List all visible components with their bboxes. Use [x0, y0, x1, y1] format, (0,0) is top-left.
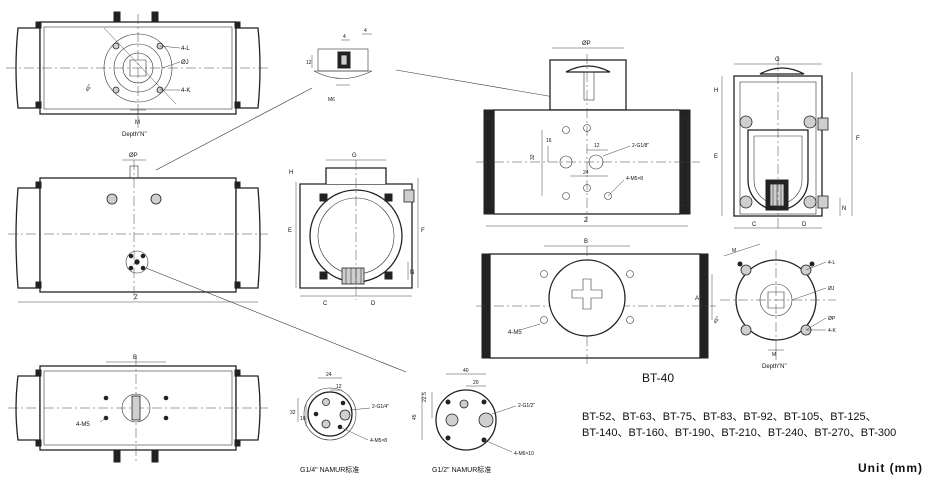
label-32-namur14: 32 [290, 410, 296, 416]
label-4-m6x10: 4-M6×10 [514, 451, 534, 457]
bt40-front-view: ØP Z 32 16 12 24 2-G1/8" 4-M5×8 [476, 41, 700, 227]
label-d-side: D [371, 301, 376, 307]
label-4-l-bt40: 4-L [828, 260, 835, 266]
label-32-bt40: 32 [530, 154, 536, 160]
unit-label: Unit (mm) [858, 461, 923, 475]
label-e-side: E [288, 228, 292, 234]
label-4-l-top: 4-L [181, 46, 190, 52]
label-12-namur14: 12 [336, 384, 342, 390]
label-4-m5-bottom: 4-M5 [76, 422, 90, 428]
label-4-m5x8-bt40: 4-M5×8 [626, 176, 643, 182]
label-a-bt40: A [695, 296, 699, 302]
label-e-bt40: E [714, 154, 718, 160]
label-2-g12: 2-G1/2" [518, 403, 535, 409]
label-20-namur12: 20 [473, 380, 479, 386]
label-g-bt40: G [775, 57, 780, 63]
bt40-side-view: G H E F N C D [714, 56, 860, 229]
label-45-bt40: 45° [713, 315, 722, 325]
label-4-m5x8-namur14: 4-M5×8 [370, 438, 387, 444]
side-view-middle: G H E F N C D [288, 153, 425, 307]
label-c-bt40: C [752, 222, 757, 228]
label-16-namur14: 16 [300, 416, 306, 422]
label-phi-p-front: ØP [129, 153, 138, 159]
label-4-shaft-b: 4 [364, 28, 367, 34]
label-2-g18: 2-G1/8" [632, 143, 649, 149]
label-z-front: Z [134, 295, 138, 301]
label-45-top: 45° [85, 83, 94, 93]
label-45-namur12: 45 [412, 414, 418, 420]
models-line-1: BT-52、BT-63、BT-75、BT-83、BT-92、BT-105、BT-… [582, 411, 877, 423]
label-n-bt40: N [842, 206, 846, 212]
label-m-bt40: M [772, 352, 776, 358]
models-line-2: BT-140、BT-160、BT-190、BT-210、BT-240、BT-27… [582, 427, 896, 439]
label-g-side: G [352, 153, 357, 159]
label-namur-half: G1/2" NAMUR标准 [432, 465, 491, 474]
label-40-namur12: 40 [463, 368, 469, 374]
label-c-side: C [323, 301, 328, 307]
label-f-side: F [421, 228, 425, 234]
label-h-side: H [289, 170, 293, 176]
label-h-bt40: H [714, 88, 718, 94]
label-12-shaft: 12 [306, 60, 312, 66]
label-n-side: N [410, 270, 414, 276]
label-f-bt40: F [856, 136, 860, 142]
label-m6: M6 [328, 97, 335, 103]
label-namur-quarter: G1/4" NAMUR标准 [300, 465, 359, 474]
label-4-shaft-a: 4 [343, 34, 346, 40]
label-b-bt40: B [584, 239, 588, 245]
namur-quarter-detail: 24 12 32 16 2-G1/4" 4-M5×8 G1/4" NAMUR标准 [290, 372, 389, 474]
label-z-bt40: Z [584, 218, 588, 224]
label-m-bt40-top: M [732, 248, 736, 254]
namur-half-detail: 40 20 22.5 45 2-G1/2" 4-M6×10 G1/2" NAMU… [412, 368, 535, 474]
label-b-bottom: B [133, 355, 137, 361]
label-phi-j-bt40: ØJ [828, 286, 835, 292]
bottom-view-left: B 4-M5 [8, 355, 268, 463]
label-24-bt40: 24 [583, 170, 589, 176]
label-22-5-namur12: 22.5 [422, 392, 428, 402]
label-12-bt40: 12 [594, 143, 600, 149]
label-4-m5-bt40: 4-M5 [508, 330, 522, 336]
label-depth-bt40: Depth"N" [762, 364, 787, 370]
label-phi-j-top: ØJ [181, 60, 189, 66]
label-16-bt40: 16 [546, 138, 552, 144]
label-depth-top: Depth"N" [122, 132, 147, 138]
label-bt40: BT-40 [642, 371, 674, 385]
bt40-flange-detail: 4-L ØJ ØP 4-K M M 45° Depth"N" [713, 243, 836, 370]
top-view-left: 4-L ØJ 4-K M Depth"N" 45° [6, 11, 270, 138]
label-24-namur14: 24 [326, 372, 332, 378]
label-4-k-top: 4-K [181, 88, 190, 94]
front-view-left: ØP Z [8, 153, 407, 373]
label-phi-bt40: ØP [828, 316, 836, 322]
shaft-detail: 12 4 4 M6 [155, 28, 561, 171]
label-d-bt40: D [802, 222, 807, 228]
label-4-k-bt40: 4-K [828, 328, 836, 334]
label-2-g14: 2-G1/4" [372, 404, 389, 410]
model-list: BT-52、BT-63、BT-75、BT-83、BT-92、BT-105、BT-… [582, 411, 923, 475]
label-m-top: M [135, 120, 140, 126]
label-phi-p-bt40: ØP [582, 41, 591, 47]
bt40-bottom-view: B A 4-M5 BT-40 [476, 239, 716, 385]
